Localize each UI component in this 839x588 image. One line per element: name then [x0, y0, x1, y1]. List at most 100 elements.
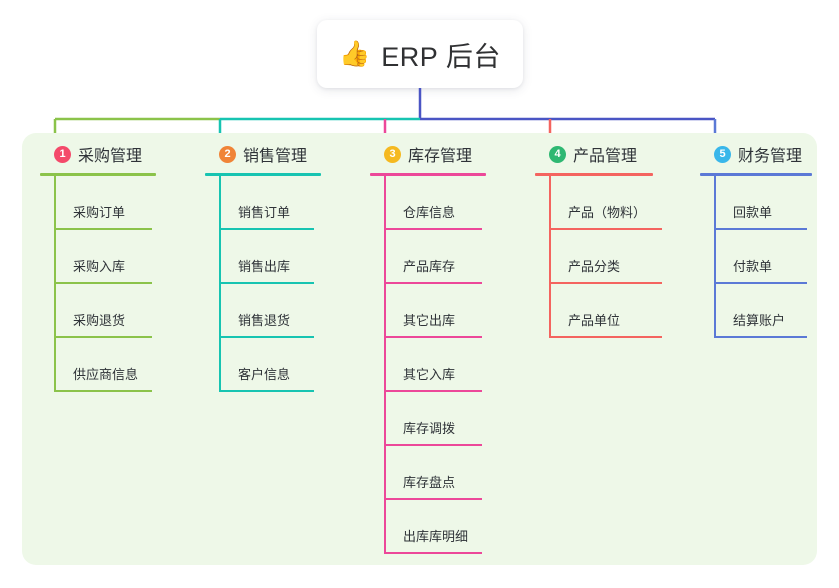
branch-item[interactable]: 其它入库 — [384, 338, 498, 392]
branch-item[interactable]: 其它出库 — [384, 284, 498, 338]
branch-items-2: 销售订单销售出库销售退货客户信息 — [205, 176, 333, 392]
branch-item[interactable]: 采购退货 — [54, 284, 168, 338]
branch-item[interactable]: 产品分类 — [549, 230, 665, 284]
branch-header-5[interactable]: 5 财务管理 — [700, 141, 824, 167]
branches-panel — [22, 133, 817, 565]
branch-trunk-2 — [219, 176, 221, 392]
root-node-card[interactable]: 👍 ERP 后台 — [317, 20, 523, 88]
branch-item-label: 产品单位 — [568, 313, 621, 328]
branch-badge-4: 4 — [549, 145, 566, 163]
branch-item[interactable]: 客户信息 — [219, 338, 333, 392]
branch-item-rule — [219, 390, 314, 392]
branch-item-rule — [54, 336, 152, 338]
branch-item[interactable]: 结算账户 — [714, 284, 824, 338]
branch-item-label: 采购退货 — [73, 313, 126, 328]
branch-item-label: 库存调拨 — [403, 421, 456, 436]
branch-item-rule — [384, 390, 482, 392]
branch-badge-1: 1 — [54, 145, 71, 163]
branch-item-rule — [384, 336, 482, 338]
branch-item-rule — [384, 498, 482, 500]
root-node-title: ERP 后台 — [381, 41, 501, 72]
branch-item-rule — [219, 336, 314, 338]
branch-rule-1 — [40, 173, 156, 176]
branch-item[interactable]: 产品库存 — [384, 230, 498, 284]
branch-item[interactable]: 库存调拨 — [384, 392, 498, 446]
branch-title-5: 财务管理 — [738, 148, 803, 165]
branch-item-label: 客户信息 — [238, 367, 291, 382]
branch-header-4[interactable]: 4 产品管理 — [535, 141, 665, 167]
thumbs-up-icon: 👍 — [339, 39, 371, 68]
branch-item-rule — [714, 228, 807, 230]
branch-item[interactable]: 采购订单 — [54, 176, 168, 230]
branch-item[interactable]: 销售出库 — [219, 230, 333, 284]
branch-item-rule — [714, 282, 807, 284]
branch-column-3: 3 库存管理仓库信息产品库存其它出库其它入库库存调拨库存盘点出库库明细 — [370, 141, 498, 554]
branch-items-5: 回款单付款单结算账户 — [700, 176, 824, 338]
branch-badge-2: 2 — [219, 145, 236, 163]
branch-item-rule — [384, 228, 482, 230]
branch-item[interactable]: 库存盘点 — [384, 446, 498, 500]
branch-item-rule — [384, 552, 482, 554]
branch-header-3[interactable]: 3 库存管理 — [370, 141, 498, 167]
branch-items-3: 仓库信息产品库存其它出库其它入库库存调拨库存盘点出库库明细 — [370, 176, 498, 554]
branch-item[interactable]: 付款单 — [714, 230, 824, 284]
branch-item-label: 销售订单 — [238, 205, 291, 220]
branch-trunk-3 — [384, 176, 386, 554]
branch-column-5: 5 财务管理回款单付款单结算账户 — [700, 141, 824, 338]
branch-item-rule — [219, 228, 314, 230]
branch-title-2: 销售管理 — [243, 148, 308, 165]
branch-item[interactable]: 供应商信息 — [54, 338, 168, 392]
branch-title-1: 采购管理 — [78, 148, 143, 165]
branch-item-label: 其它入库 — [403, 367, 456, 382]
branch-header-2[interactable]: 2 销售管理 — [205, 141, 333, 167]
branch-rule-4 — [535, 173, 653, 176]
branch-item-label: 采购入库 — [73, 259, 126, 274]
branch-trunk-1 — [54, 176, 56, 392]
branch-item-label: 产品分类 — [568, 259, 621, 274]
branch-item[interactable]: 出库库明细 — [384, 500, 498, 554]
branch-item-rule — [384, 282, 482, 284]
branch-badge-5: 5 — [714, 145, 731, 163]
branch-item[interactable]: 仓库信息 — [384, 176, 498, 230]
branch-title-3: 库存管理 — [408, 148, 473, 165]
branch-rule-2 — [205, 173, 321, 176]
branch-item-label: 采购订单 — [73, 205, 126, 220]
branch-column-1: 1 采购管理采购订单采购入库采购退货供应商信息 — [40, 141, 168, 392]
branch-item-rule — [54, 282, 152, 284]
branch-trunk-5 — [714, 176, 716, 338]
branch-item-label: 产品库存 — [403, 259, 456, 274]
branch-badge-3: 3 — [384, 145, 401, 163]
branch-item[interactable]: 产品（物料） — [549, 176, 665, 230]
branch-item[interactable]: 销售订单 — [219, 176, 333, 230]
branch-column-4: 4 产品管理产品（物料） 产品分类产品单位 — [535, 141, 665, 338]
branch-item[interactable]: 采购入库 — [54, 230, 168, 284]
branch-item-label: 结算账户 — [733, 313, 786, 328]
branch-column-2: 2 销售管理销售订单销售出库销售退货客户信息 — [205, 141, 333, 392]
branch-item-rule — [549, 282, 662, 284]
branch-item-label: 产品（物料） — [568, 205, 647, 220]
branch-title-4: 产品管理 — [573, 148, 638, 165]
branch-item-label: 付款单 — [733, 259, 773, 274]
branch-item-rule — [549, 228, 662, 230]
branch-item[interactable]: 产品单位 — [549, 284, 665, 338]
branch-item-label: 其它出库 — [403, 313, 456, 328]
branch-item[interactable]: 销售退货 — [219, 284, 333, 338]
branch-item[interactable]: 回款单 — [714, 176, 824, 230]
branch-rule-3 — [370, 173, 486, 176]
branch-item-rule — [714, 336, 807, 338]
branch-items-1: 采购订单采购入库采购退货供应商信息 — [40, 176, 168, 392]
branch-item-rule — [384, 444, 482, 446]
branch-item-rule — [54, 390, 152, 392]
branch-item-label: 库存盘点 — [403, 475, 456, 490]
branch-trunk-4 — [549, 176, 551, 338]
branch-item-rule — [549, 336, 662, 338]
branch-header-1[interactable]: 1 采购管理 — [40, 141, 168, 167]
branch-item-label: 销售退货 — [238, 313, 291, 328]
branch-items-4: 产品（物料） 产品分类产品单位 — [535, 176, 665, 338]
branch-item-label: 回款单 — [733, 205, 773, 220]
branch-item-label: 出库库明细 — [403, 529, 469, 544]
branch-item-label: 供应商信息 — [73, 367, 139, 382]
branch-item-label: 仓库信息 — [403, 205, 456, 220]
branch-item-rule — [219, 282, 314, 284]
